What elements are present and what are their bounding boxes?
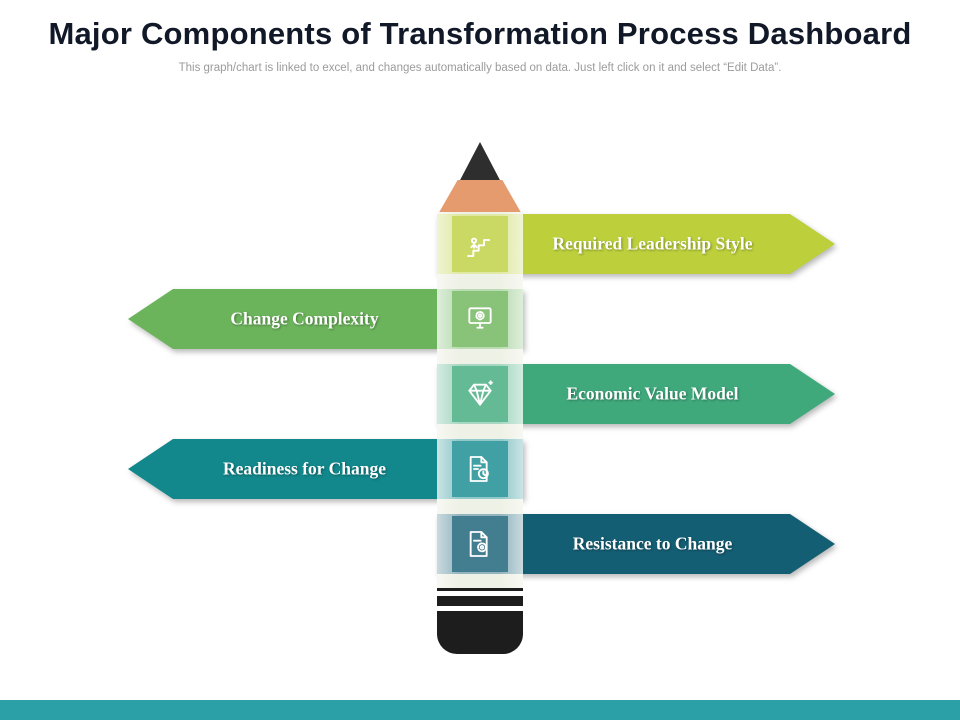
banner-label: Economic Value Model	[566, 383, 739, 404]
document-gear-icon	[469, 531, 488, 557]
banner-label: Readiness for Change	[222, 458, 387, 479]
icon-square	[452, 366, 508, 422]
pencil-tip	[458, 142, 502, 184]
diamond-icon	[468, 380, 493, 406]
pencil-wood	[437, 180, 523, 216]
icon-square	[452, 216, 508, 272]
pencil-ferrule-band	[437, 596, 523, 606]
pencil-ferrule-line	[437, 588, 523, 591]
page-subtitle: This graph/chart is linked to excel, and…	[178, 62, 782, 74]
icon-square	[452, 441, 508, 497]
document-clock-icon	[469, 456, 489, 482]
icon-square	[452, 291, 508, 347]
pencil-eraser	[437, 611, 523, 654]
banner-label: Required Leadership Style	[552, 233, 753, 254]
pencil-body	[437, 212, 523, 588]
pencil-graphic	[437, 142, 523, 654]
footer-accent-bar	[0, 700, 960, 720]
leadership-icon	[467, 237, 491, 257]
banner-label: Change Complexity	[230, 308, 379, 329]
icon-square	[452, 516, 508, 572]
page-title: Major Components of Transformation Proce…	[48, 16, 912, 51]
monitor-gear-icon	[468, 307, 492, 329]
banner-label: Resistance to Change	[572, 533, 733, 554]
